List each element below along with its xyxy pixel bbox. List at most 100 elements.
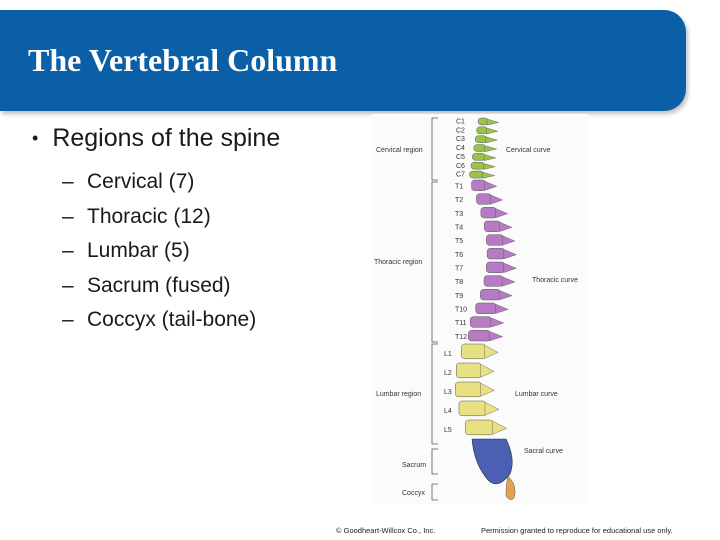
vertebra-label: T1 (455, 184, 463, 191)
vertebral-column (455, 117, 518, 500)
cervical-bracket (431, 117, 438, 181)
thoracic-vertebra (483, 275, 504, 287)
thoracic-vertebra (468, 330, 491, 342)
lumbar-vertebra (461, 343, 486, 360)
title-bar (0, 10, 686, 111)
thoracic-vertebra (480, 289, 501, 301)
cervical-vertebra-process (486, 118, 500, 126)
bullet-dot: • (32, 128, 39, 148)
thoracic-vertebra-process (495, 303, 509, 314)
cervical-curve-label: Cervical curve (506, 147, 550, 154)
sub-bullet-text: Coccyx (tail-bone) (87, 308, 257, 331)
lumbar-vertebra (458, 400, 487, 417)
lumbar-bracket (431, 343, 438, 445)
sub-bullet-text: Sacrum (fused) (87, 273, 231, 297)
vertebra-label: T7 (455, 266, 463, 273)
cervical-vertebra-process (483, 154, 497, 161)
spine-diagram: C1C2C3C4C5C6C7T1T2T3T4T5T6T7T8T9T10T11T1… (374, 117, 578, 501)
thoracic-vertebra-process (499, 221, 513, 232)
copyright-text: © Goodheart-Willcox Co., Inc. (336, 526, 436, 535)
sacrum-label: Sacrum (402, 462, 426, 469)
sacral-curve-label: Sacral curve (524, 448, 563, 455)
cervical-vertebra (474, 135, 487, 143)
thoracic-region-label: Thoracic region (374, 259, 422, 266)
region-brackets (431, 117, 438, 501)
cervical-vertebra (473, 144, 487, 152)
vertebra-label: L2 (444, 370, 452, 377)
thoracic-vertebra-process (489, 331, 504, 342)
vertebra-label: C4 (456, 145, 465, 152)
cervical-vertebra-process (486, 127, 499, 135)
sacrum-shape (471, 438, 513, 485)
lumbar-vertebra-process (484, 401, 500, 416)
thoracic-vertebra (486, 234, 504, 246)
figure-labels: C1C2C3C4C5C6C7T1T2T3T4T5T6T7T8T9T10T11T1… (374, 119, 578, 497)
thoracic-bracket (431, 181, 438, 343)
vertebra-label: T8 (455, 279, 463, 286)
thoracic-vertebra-process (503, 249, 517, 260)
vertebra-label: L4 (444, 408, 452, 415)
coccyx-label: Coccyx (402, 490, 425, 497)
thoracic-vertebra-process (499, 290, 513, 301)
lumbar-vertebra-process (484, 344, 499, 359)
cervical-region-label: Cervical region (376, 147, 423, 154)
lumbar-vertebra (455, 381, 482, 398)
lumbar-vertebra-process (480, 382, 495, 397)
cervical-vertebra (469, 170, 484, 179)
vertebra-label: T3 (455, 211, 463, 218)
vertebra-label: L5 (444, 427, 452, 434)
cervical-vertebra-process (483, 163, 497, 170)
vertebra-label: T6 (455, 252, 463, 259)
thoracic-vertebra (486, 248, 506, 260)
thoracic-vertebra-process (484, 180, 498, 191)
vertebra-label: T5 (455, 238, 463, 245)
sub-bullet: –Sacrum (fused) (62, 269, 280, 304)
thoracic-vertebra-process (502, 235, 516, 246)
vertebra-label: T10 (455, 307, 467, 314)
vertebra-label: C2 (456, 127, 465, 134)
cervical-vertebra (476, 126, 488, 135)
vertebra-label: L1 (444, 351, 452, 358)
vertebra-label: T11 (455, 320, 467, 327)
main-bullet-text: Regions of the spine (52, 124, 281, 152)
vertebra-label: T2 (455, 197, 463, 204)
thoracic-curve-label: Thoracic curve (532, 277, 578, 284)
coccyx-shape (505, 475, 516, 500)
permission-text: Permission granted to reproduce for educ… (481, 526, 673, 535)
cervical-vertebra (472, 153, 486, 161)
lumbar-vertebra (456, 362, 482, 379)
vertebra-label: T4 (455, 225, 463, 232)
thoracic-vertebra-process (490, 317, 505, 328)
cervical-vertebra-process (485, 136, 499, 144)
sub-bullet: –Lumbar (5) (62, 234, 280, 269)
vertebra-label: T12 (455, 334, 467, 341)
thoracic-vertebra (476, 193, 492, 205)
cervical-vertebra-process (484, 145, 498, 153)
sub-bullet-text: Cervical (7) (87, 170, 195, 193)
vertebra-label: L3 (444, 389, 452, 396)
thoracic-vertebra (475, 302, 497, 314)
vertebra-label: C1 (456, 119, 465, 126)
coccyx-bracket (431, 483, 438, 501)
thoracic-vertebra-process (501, 276, 516, 287)
sub-bullet: –Thoracic (12) (62, 200, 280, 235)
vertebra-label: C3 (456, 136, 465, 143)
thoracic-vertebra-process (503, 262, 518, 273)
thoracic-vertebra (484, 220, 501, 232)
thoracic-vertebra (471, 179, 486, 191)
lumbar-vertebra-process (492, 420, 508, 435)
sub-bullet: –Coccyx (tail-bone) (62, 303, 280, 338)
vertebra-label: T9 (455, 293, 463, 300)
vertebra-label: C7 (456, 172, 465, 179)
cervical-vertebra (470, 162, 485, 170)
thoracic-vertebra (469, 316, 492, 328)
vertebra-label: C6 (456, 163, 465, 170)
thoracic-vertebra (480, 207, 497, 219)
lumbar-region-label: Lumbar region (376, 391, 421, 398)
vertebra-label: C5 (456, 154, 465, 161)
thoracic-vertebra (486, 261, 505, 273)
main-bullet: • Regions of the spine (32, 124, 280, 153)
cervical-vertebra-process (482, 171, 495, 179)
thoracic-vertebra-process (490, 194, 504, 205)
